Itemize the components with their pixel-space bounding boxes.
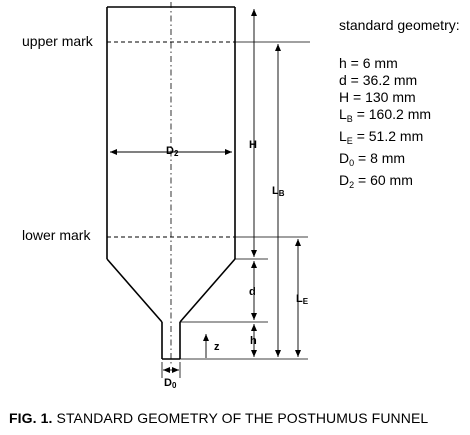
geometry-item: D0 = 8 mm [339,150,406,168]
symbol-H: H [249,139,257,151]
caption-number: FIG. 1. [9,410,53,426]
geometry-item: d = 36.2 mm [339,72,418,88]
extension-lines [161,41,310,378]
symbol-LE: LE [296,293,309,306]
geometry-item: H = 130 mm [339,89,416,105]
funnel-diagram [106,2,310,378]
symbol-d: d [249,286,256,298]
symbol-LB: LB [272,185,285,198]
symbol-h: h [250,335,257,347]
symbol-z: z [214,341,220,353]
geometry-item: LE = 51.2 mm [339,128,424,146]
symbol-D2: D2 [166,145,179,158]
geometry-item: h = 6 mm [339,55,398,71]
upper-mark-label: upper mark [22,33,93,49]
geometry-title: standard geometry: [339,17,460,33]
figure-caption: FIG. 1. STANDARD GEOMETRY OF THE POSTHUM… [9,409,428,427]
symbol-D0: D0 [164,377,177,390]
geometry-item: LB = 160.2 mm [339,106,432,124]
dimension-lines [110,9,301,373]
funnel-outline [106,6,236,360]
lower-mark-label: lower mark [22,227,91,243]
geometry-item: D2 = 60 mm [339,172,413,190]
caption-text: STANDARD GEOMETRY OF THE POSTHUMUS FUNNE… [56,410,429,426]
